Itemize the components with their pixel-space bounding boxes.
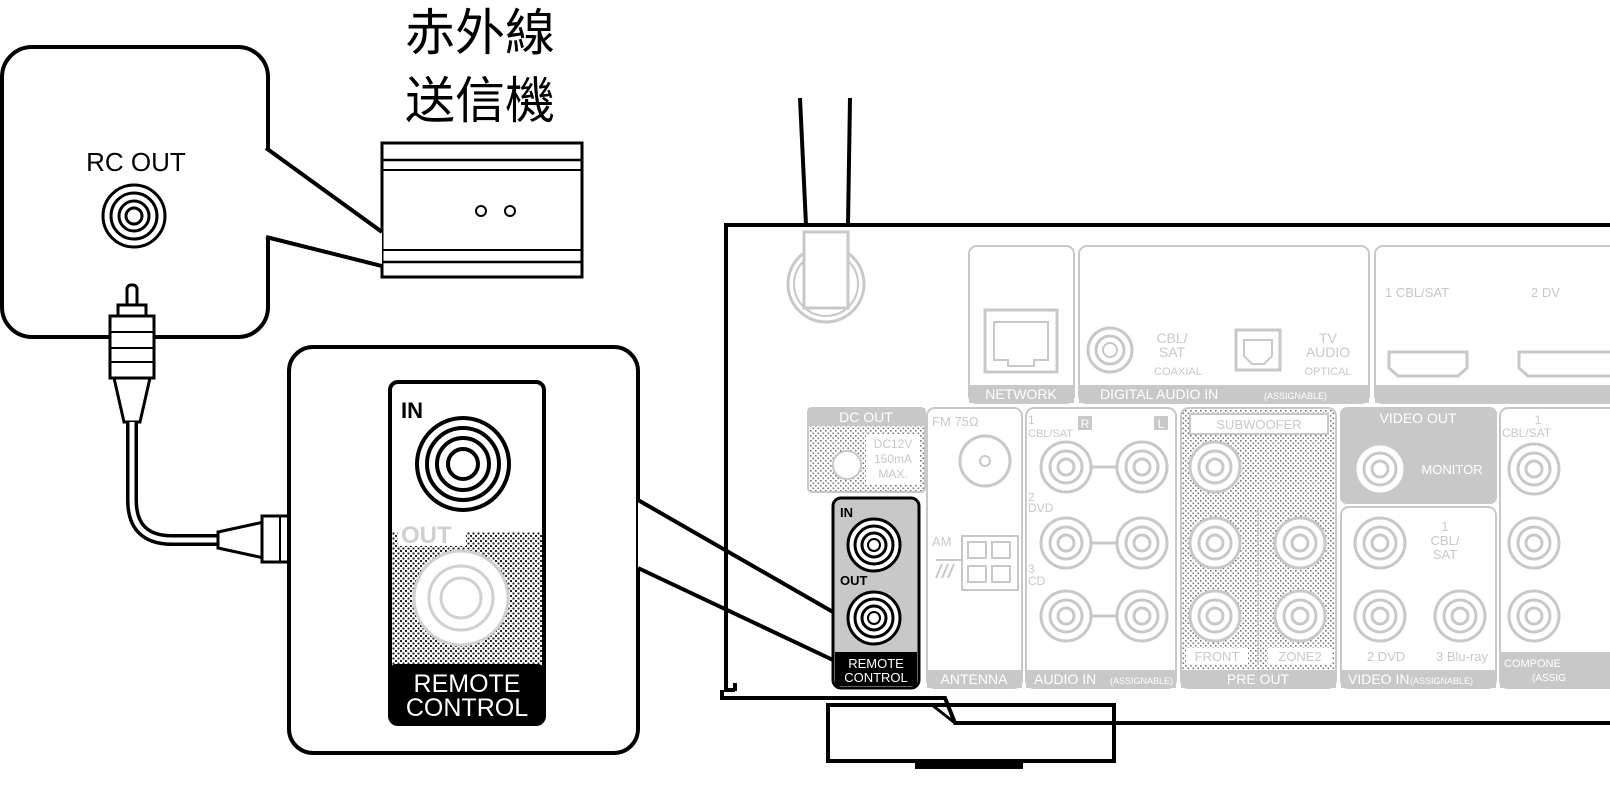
optical-audio-label: AUDIO [1306, 344, 1350, 360]
pre-out-section: PRE OUT SUBWOOFER FRONT ZONE2 [1180, 407, 1337, 689]
fm-label: FM 75Ω [932, 414, 979, 429]
hdmi-port-1-icon [1387, 350, 1469, 378]
remote-control-zoom-callout: IN OUT REMOTE CONTROL [287, 345, 834, 755]
digital-audio-section: DIGITAL AUDIO IN (ASSIGNABLE) CBL/ SAT C… [1078, 245, 1370, 404]
receiver-remote-control: IN OUT REMOTE CONTROL [831, 496, 921, 690]
ir-transmitter-title-2: 送信機 [405, 72, 555, 130]
hdmi-section: 1 CBL/SAT 2 DV [1374, 245, 1610, 404]
antenna-label: ANTENNA [941, 671, 1009, 687]
network-section: NETWORK [968, 245, 1075, 404]
front-label: FRONT [1195, 649, 1240, 664]
rc-out-jack-icon [101, 183, 167, 249]
zone2-label: ZONE2 [1278, 649, 1321, 664]
pre-out-jacks-icon [1188, 440, 1327, 643]
video-in-label: VIDEO IN [1348, 671, 1409, 687]
network-label: NETWORK [985, 386, 1057, 402]
ain-2-num: 2 [1028, 490, 1035, 504]
coax-cbl-label: CBL/ [1156, 330, 1187, 346]
optical-port-icon [1234, 328, 1282, 372]
antenna-icon [798, 97, 852, 230]
receiver-rc-out-label: OUT [840, 573, 868, 588]
ethernet-port-icon [983, 308, 1059, 374]
zoom-in-label: IN [401, 398, 423, 423]
coax-sat-label: SAT [1159, 344, 1186, 360]
receiver-remote-label: REMOTE [848, 656, 904, 671]
rc-out-label: RC OUT [86, 147, 186, 177]
monitor-label: MONITOR [1421, 462, 1482, 477]
zoom-out-jack-icon [412, 549, 510, 647]
optical-tv-label: TV [1319, 330, 1338, 346]
zoom-in-jack-icon [415, 416, 511, 512]
dc-spec-3: MAX. [878, 467, 907, 481]
audio-in-section: AUDIO IN (ASSIGNABLE) 1 CBL/SAT R L 2 DV… [1025, 407, 1177, 689]
vin-1-num: 1 [1441, 519, 1448, 534]
receiver-control-label: CONTROL [844, 670, 908, 685]
audio-in-label: AUDIO IN [1034, 671, 1096, 687]
video-section: VIDEO OUT MONITOR VIDEO IN (ASSIGNABLE) … [1340, 407, 1497, 689]
hdmi-1-label: 1 CBL/SAT [1385, 285, 1449, 300]
ain-cblsat: CBL/SAT [1028, 428, 1073, 440]
monitor-jack-icon [1353, 442, 1407, 496]
dc-spec-1: DC12V [874, 437, 913, 451]
dc-jack-icon [832, 450, 862, 480]
ain-dvd: DVD [1028, 501, 1054, 515]
dc-out-label: DC OUT [839, 409, 893, 425]
ain-r-label: R [1081, 417, 1090, 431]
zoom-out-label: OUT [401, 522, 452, 549]
rc-out-callout: RC OUT [0, 45, 384, 339]
subwoofer-label: SUBWOOFER [1216, 417, 1301, 432]
coaxial-label: COAXIAL [1154, 366, 1202, 378]
coaxial-jack-icon [1086, 326, 1134, 374]
comp-cblsat: CBL/SAT [1502, 426, 1552, 440]
comp-assign: (ASSIG [1532, 673, 1566, 684]
rca-plug-top-icon [108, 283, 156, 424]
av-receiver: NETWORK DIGITAL AUDIO IN (ASSIGNABLE) CB… [720, 97, 1610, 769]
vin-3bluray: 3 Blu-ray [1436, 649, 1489, 664]
antenna-connector-icon [786, 230, 866, 324]
video-out-label: VIDEO OUT [1379, 410, 1456, 426]
vin-2dvd: 2 DVD [1367, 649, 1405, 664]
vin-cbl: CBL/ [1431, 533, 1460, 548]
receiver-rc-in-jack-icon [846, 517, 902, 573]
receiver-rc-in-label: IN [840, 505, 853, 520]
audio-in-jacks-icon [1039, 440, 1169, 643]
optical-label: OPTICAL [1304, 366, 1351, 378]
zoom-control-label: CONTROL [406, 694, 528, 722]
comp-1-num: 1 [1535, 413, 1542, 427]
zoom-remote-label: REMOTE [414, 670, 521, 698]
dc-spec-2: 150mA [874, 452, 912, 466]
ir-transmitter-title-1: 赤外線 [405, 4, 555, 62]
antenna-section: ANTENNA FM 75Ω AM [926, 407, 1023, 689]
hdmi-port-2-icon [1517, 350, 1610, 378]
am-label: AM [932, 534, 952, 549]
hdmi-2-label: 2 DV [1531, 285, 1560, 300]
video-in-jacks-icon [1353, 516, 1487, 643]
ain-1-num: 1 [1028, 413, 1035, 427]
digital-audio-assignable: (ASSIGNABLE) [1264, 391, 1327, 401]
am-terminal-icon [935, 535, 1019, 591]
fm-jack-icon [958, 434, 1012, 488]
ain-cd: CD [1028, 574, 1046, 588]
dc-out-section: DC OUT DC12V 150mA MAX. [807, 407, 926, 493]
video-in-assignable: (ASSIGNABLE) [1410, 676, 1473, 686]
component-jacks-icon [1507, 442, 1561, 643]
ir-transmitter: 赤外線 送信機 [380, 4, 584, 279]
pre-out-label: PRE OUT [1227, 671, 1290, 687]
component-section: 1 CBL/SAT COMPONE (ASSIG [1499, 407, 1610, 689]
comp-label: COMPONE [1504, 658, 1561, 670]
audio-in-assignable: (ASSIGNABLE) [1110, 676, 1173, 686]
digital-audio-in-label: DIGITAL AUDIO IN [1100, 386, 1218, 402]
ain-l-label: L [1158, 417, 1165, 431]
vin-sat: SAT [1433, 547, 1457, 562]
receiver-rc-out-jack-icon [846, 590, 902, 646]
ir-transmitter-device-icon [380, 141, 584, 279]
ain-3-num: 3 [1028, 562, 1035, 576]
